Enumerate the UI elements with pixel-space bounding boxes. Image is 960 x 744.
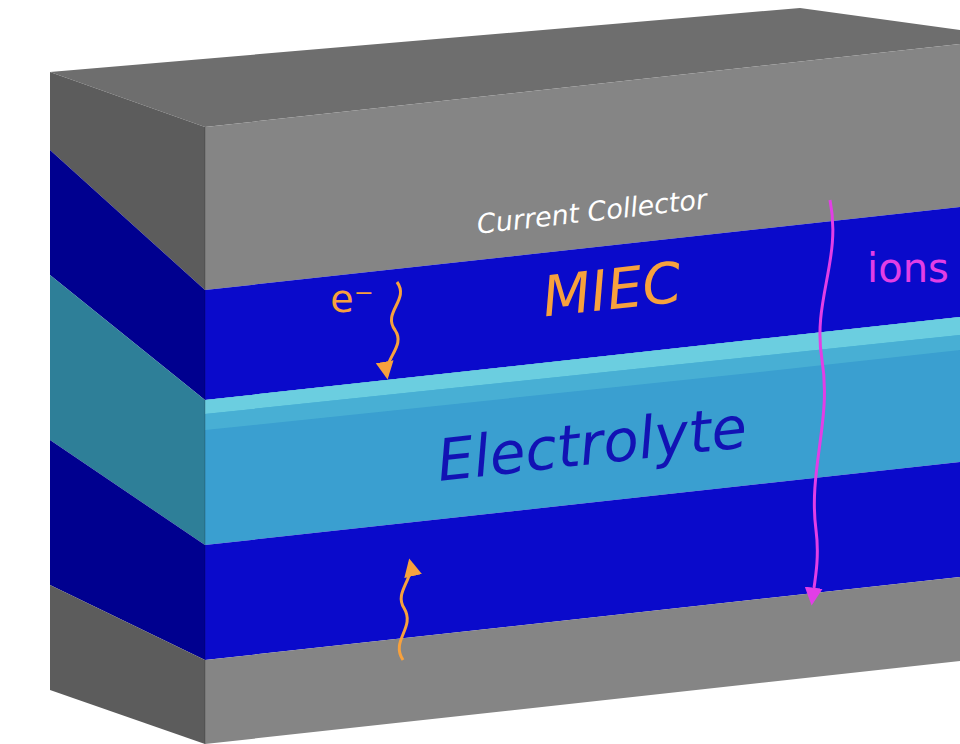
electron-label: e⁻ — [328, 277, 376, 323]
electrolyte-top-strip — [205, 317, 960, 414]
ion-label: ions — [865, 244, 951, 292]
collector-left-face — [50, 585, 205, 744]
ion-label-text: ions — [867, 246, 949, 290]
electron-label-text: e⁻ — [330, 279, 374, 321]
ion-arrow — [812, 200, 833, 602]
electron-arrow — [387, 282, 401, 376]
box-edge — [205, 127, 206, 744]
collector-front-face — [205, 577, 960, 744]
layer-label: MIEC — [539, 252, 685, 329]
electron-arrow — [399, 562, 410, 660]
